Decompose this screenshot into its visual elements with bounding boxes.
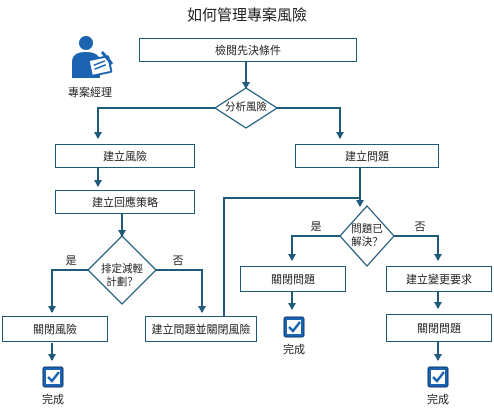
diagram-title: 如何管理專案風險 — [186, 6, 307, 24]
done-label-2: 完成 — [283, 343, 305, 356]
mitigation-yes-label: 是 — [65, 254, 77, 267]
mitigation-plan-diamond — [87, 235, 157, 305]
create-response-strategy-box: 建立回應策略 — [55, 190, 195, 214]
resolved-yes-label: 是 — [310, 220, 322, 233]
create-issue-box: 建立問題 — [295, 144, 439, 168]
analyze-risk-diamond — [213, 87, 279, 129]
close-issue-box-1: 關閉問題 — [240, 266, 346, 292]
resolved-no-label: 否 — [414, 220, 426, 233]
done-checkbox-icon — [427, 366, 449, 388]
issue-resolved-diamond — [339, 205, 395, 267]
done-checkbox-icon — [283, 316, 305, 338]
create-issue-and-close-risk-box: 建立問題並關閉風險 — [145, 316, 257, 342]
close-risk-box: 關閉風險 — [2, 316, 108, 342]
mitigation-plan-label: 排定減輕 計劃？ — [101, 263, 143, 288]
done-label-3: 完成 — [427, 393, 449, 406]
actor-label: 專案經理 — [68, 86, 112, 99]
analyze-risk-label: 分析風險 — [225, 101, 267, 113]
project-manager-icon — [68, 34, 116, 80]
done-label-1: 完成 — [42, 393, 64, 406]
create-risk-box: 建立風險 — [55, 144, 195, 168]
create-change-request-box: 建立變更要求 — [386, 266, 492, 292]
issue-resolved-label: 問題已 解決？ — [351, 223, 383, 248]
check-preconditions-box: 檢閱先決條件 — [139, 38, 357, 62]
close-issue-box-2: 關閉問題 — [386, 314, 492, 342]
mitigation-no-label: 否 — [172, 254, 184, 267]
done-checkbox-icon — [42, 366, 64, 388]
